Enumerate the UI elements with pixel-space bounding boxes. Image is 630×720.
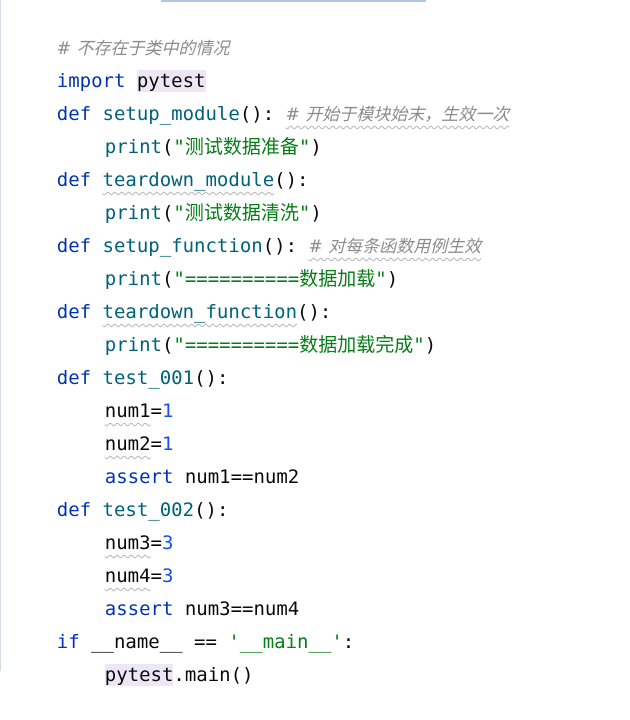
code-line-13[interactable]: num2=1 (104, 433, 174, 455)
function-name: teardown_function (102, 301, 298, 323)
code-line-18[interactable]: assert num3==num4 (11, 564, 299, 620)
condition-expression: __name__ == (79, 631, 229, 653)
comment: # 开始于模块始末，生效一次 (285, 105, 510, 125)
variable: num1 (104, 400, 151, 422)
code-line-1[interactable]: # 不存在于类中的情况 (11, 3, 230, 59)
function-signature: (): (274, 169, 309, 191)
selection-marker (161, 0, 426, 2)
code-line-19[interactable]: if __name__ == '__main__': (56, 631, 355, 653)
string-literal: "测试数据准备" (173, 136, 311, 158)
keyword-def: def (56, 235, 92, 257)
code-line-8[interactable]: print("==========数据加载") (104, 268, 399, 290)
print-call: print (104, 202, 162, 224)
function-name: teardown_module (102, 169, 275, 191)
number-literal: 1 (161, 400, 174, 422)
code-editor[interactable]: # 不存在于类中的情况 import pytest def setup_modu… (0, 0, 630, 686)
keyword-if: if (56, 631, 80, 653)
print-call: print (104, 334, 162, 356)
code-line-3[interactable]: def setup_module(): # 开始于模块始末，生效一次 (11, 69, 510, 125)
function-name: setup_function (102, 235, 263, 257)
number-literal: 3 (161, 532, 174, 554)
code-line-6[interactable]: print("测试数据清洗") (104, 202, 322, 224)
assert-expression: num3==num4 (184, 598, 300, 620)
keyword-def: def (56, 301, 92, 323)
number-literal: 1 (161, 433, 174, 455)
code-line-16[interactable]: num3=3 (104, 532, 174, 554)
code-line-15[interactable]: def test_002(): (11, 465, 229, 521)
keyword-assert: assert (104, 598, 174, 620)
keyword-def: def (56, 169, 92, 191)
string-literal: "测试数据清洗" (173, 202, 311, 224)
string-literal: '__main__' (228, 631, 343, 653)
function-signature: (): (239, 103, 275, 125)
code-line-11[interactable]: def test_001(): (11, 333, 229, 389)
module-name: pytest (136, 70, 206, 92)
keyword-def: def (56, 499, 92, 521)
print-call: print (104, 136, 162, 158)
keyword-import: import (56, 70, 126, 92)
code-line-4[interactable]: print("测试数据准备") (104, 136, 322, 158)
code-line-10[interactable]: print("==========数据加载完成") (104, 334, 437, 356)
function-name: setup_module (102, 103, 240, 125)
function-name: test_002 (102, 499, 195, 521)
code-line-12[interactable]: num1=1 (104, 400, 174, 422)
code-line-17[interactable]: num4=3 (104, 565, 174, 587)
function-signature: (): (262, 235, 298, 257)
code-line-7[interactable]: def setup_function(): # 对每条函数用例生效 (11, 201, 481, 257)
code-line-2[interactable]: import pytest (11, 36, 206, 92)
function-signature: (): (297, 301, 332, 323)
code-line-14[interactable]: assert num1==num2 (11, 432, 299, 488)
string-literal: "==========数据加载完成" (173, 334, 425, 356)
method-call: .main() (173, 664, 254, 686)
keyword-def: def (56, 103, 92, 125)
function-signature: (): (194, 499, 229, 521)
code-line-5[interactable]: def teardown_module(): (11, 135, 309, 191)
comment: # 不存在于类中的情况 (56, 39, 230, 59)
keyword-def: def (56, 367, 92, 389)
variable: num3 (104, 532, 151, 554)
print-call: print (104, 268, 162, 290)
number-literal: 3 (161, 565, 174, 587)
code-line-20[interactable]: pytest.main() (11, 630, 253, 686)
variable: num2 (104, 433, 151, 455)
variable: num4 (104, 565, 151, 587)
assert-expression: num1==num2 (184, 466, 300, 488)
function-name: test_001 (102, 367, 195, 389)
keyword-assert: assert (104, 466, 174, 488)
code-line-9[interactable]: def teardown_function(): (11, 267, 332, 323)
function-signature: (): (194, 367, 229, 389)
module-reference: pytest (104, 664, 174, 686)
string-literal: "==========数据加载" (173, 268, 387, 290)
comment: # 对每条函数用例生效 (308, 237, 482, 257)
